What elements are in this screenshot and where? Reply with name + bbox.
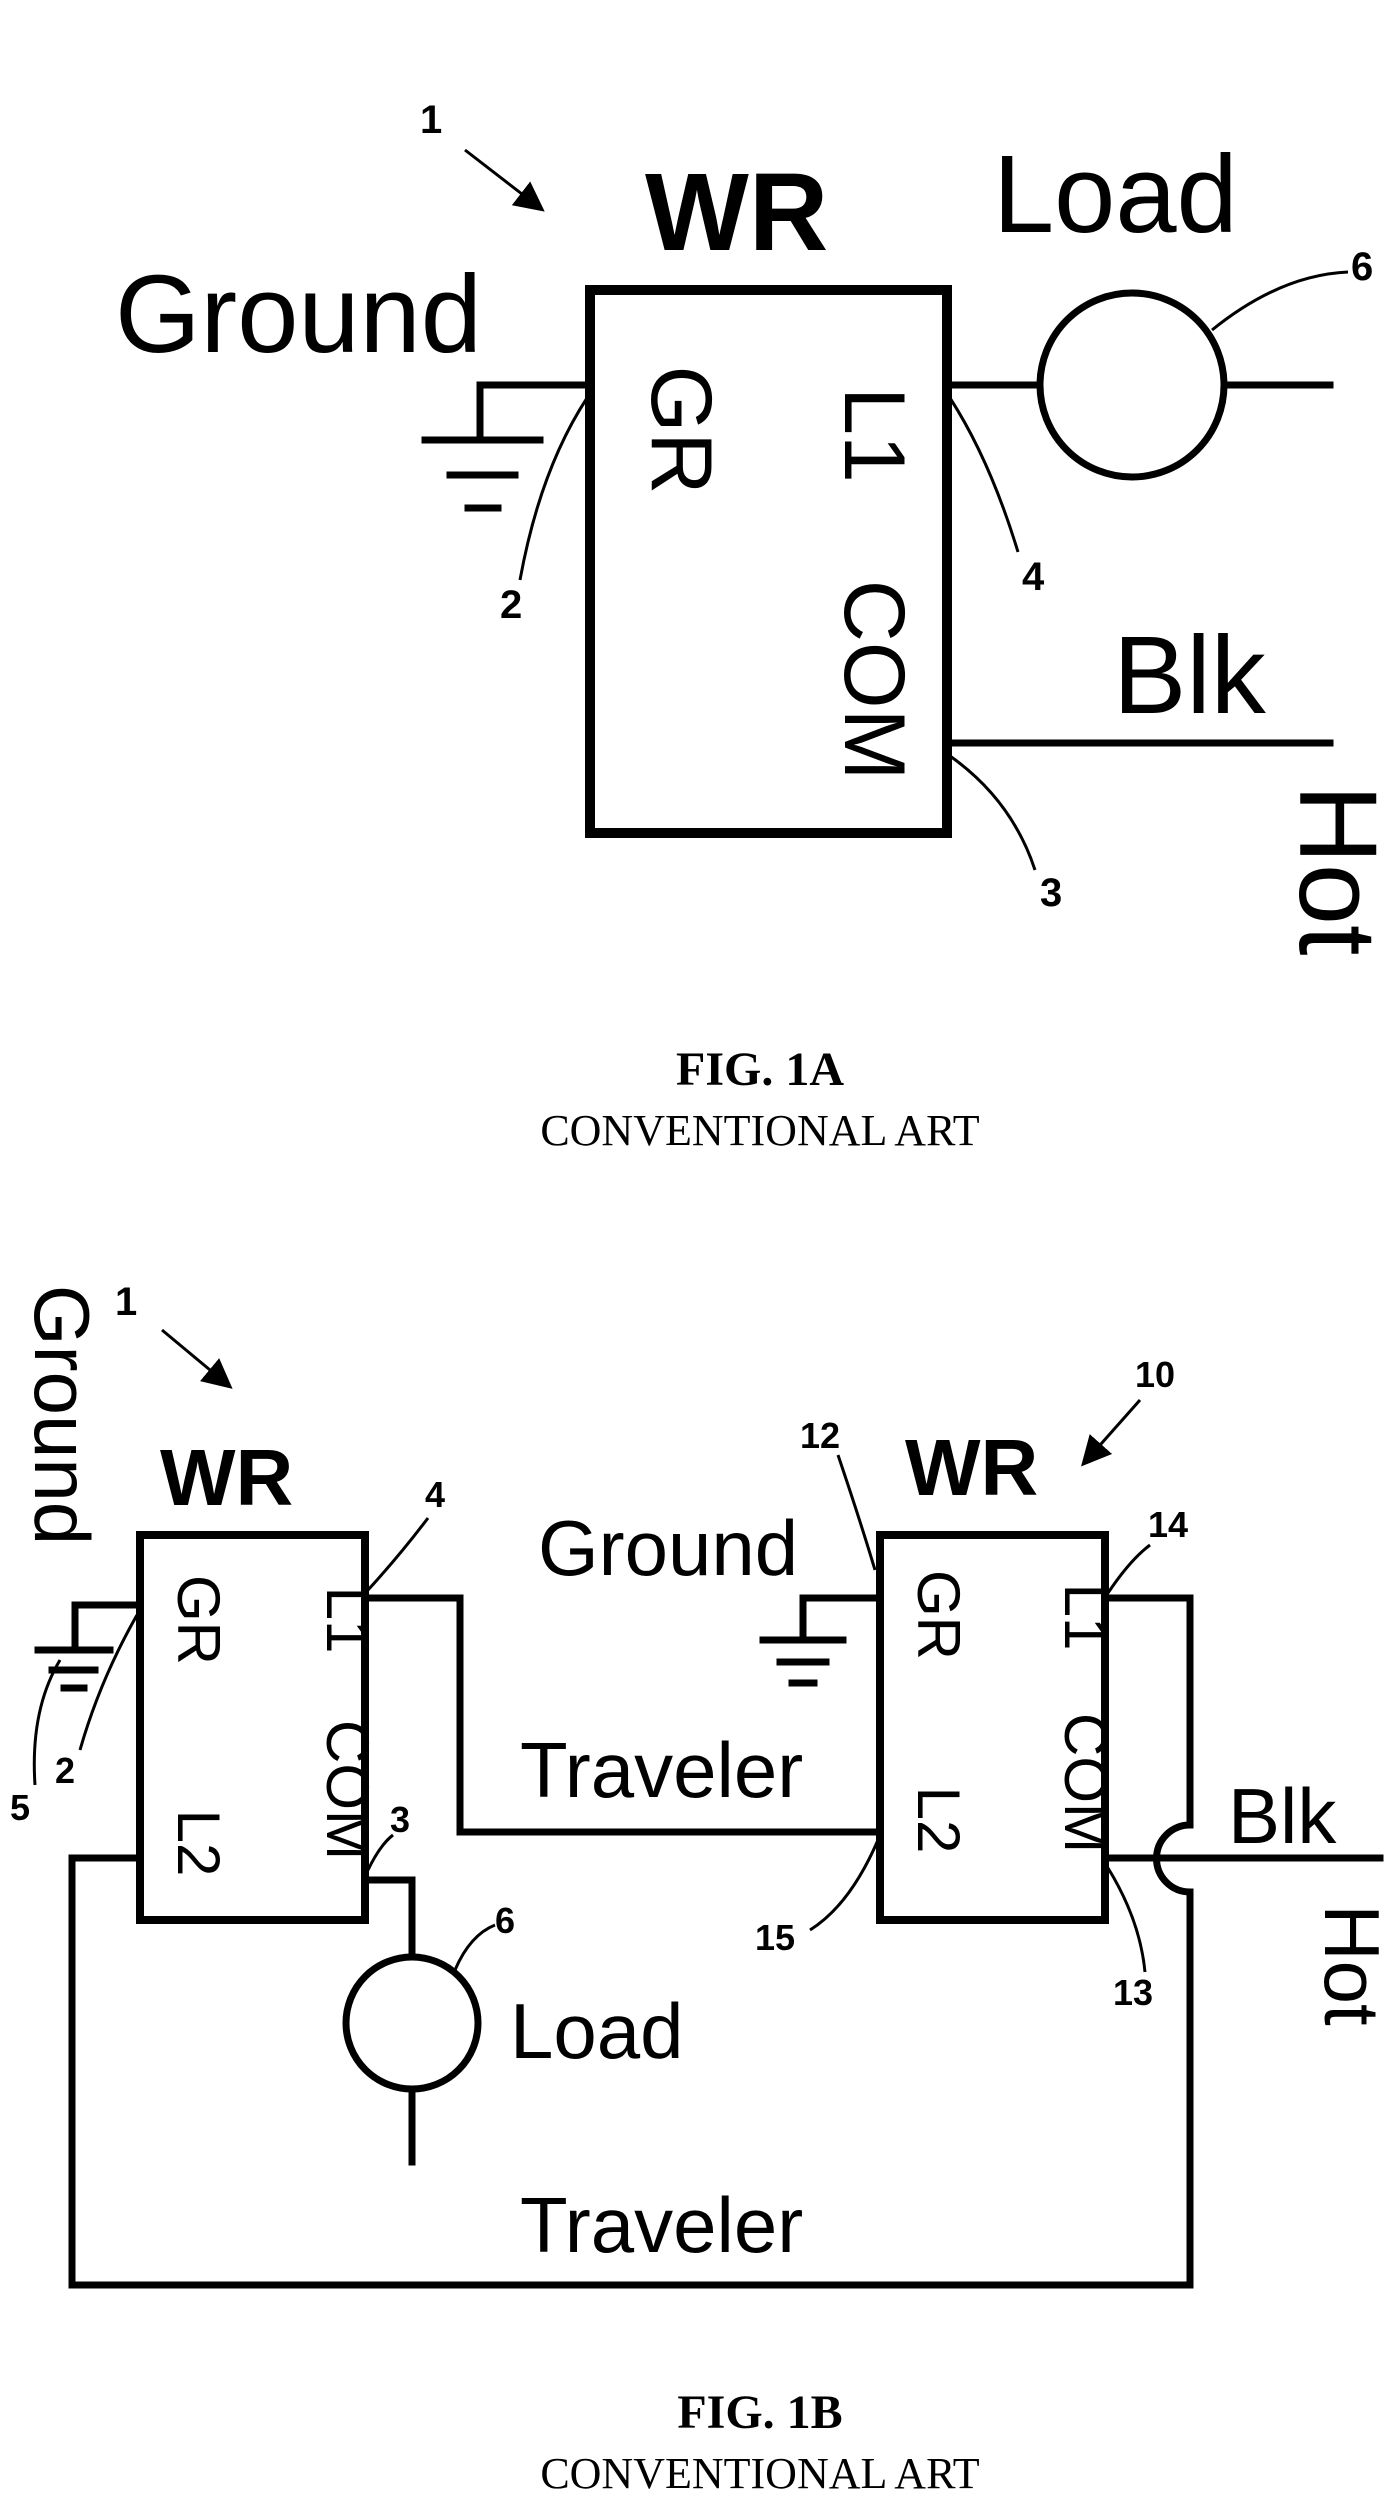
traveler-wire-bottom — [68, 1854, 1194, 2289]
ref-2-leader — [518, 397, 589, 581]
traveler-wire-top — [361, 1594, 879, 1836]
load-symbol — [1036, 289, 1228, 481]
traveler-top-label: Traveler — [520, 1726, 803, 1814]
ref-10-label: 10 — [1135, 1354, 1175, 1395]
ref-3b-label: 3 — [390, 1799, 410, 1840]
figure-1b: Ground 1 WR GR L2 L1 COM 5 2 — [10, 1280, 1396, 2498]
ref-3-leader — [949, 754, 1037, 871]
ref-15-label: 15 — [755, 1917, 795, 1958]
wr-title: WR — [645, 151, 828, 274]
switch-2-l1-label: L1 — [1052, 1584, 1119, 1651]
ref-1-label: 1 — [420, 98, 442, 142]
fig-1b-caption: FIG. 1B — [677, 2386, 842, 2439]
ref-13-label: 13 — [1113, 1972, 1153, 2013]
switch-2-gr-label: GR — [905, 1570, 972, 1660]
wr-2-title: WR — [905, 1423, 1038, 1512]
ref-4-leader — [948, 397, 1020, 553]
traveler-bottom-label: Traveler — [520, 2181, 803, 2269]
ref-12-label: 12 — [800, 1415, 840, 1456]
ref-2b-leader — [78, 1614, 139, 1751]
wall-switch-2-box — [876, 1531, 1109, 1924]
wall-switch-1-box — [136, 1531, 369, 1924]
ref-6-label: 6 — [1351, 245, 1373, 289]
switch-1-com-wire — [361, 1876, 416, 1961]
terminal-gr-label: GR — [633, 366, 729, 495]
hot-label: Hot — [1276, 784, 1399, 955]
ground-left-label: Ground — [18, 1285, 106, 1545]
fig-1a-caption: FIG. 1A — [676, 1043, 844, 1096]
load-symbol-1b — [342, 1953, 482, 2093]
load-label-1b: Load — [510, 1987, 684, 2075]
terminal-com-label: COM — [826, 580, 922, 781]
ref-6b-leader — [453, 1923, 496, 1971]
fig-1b-subcaption: CONVENTIONAL ART — [540, 2449, 979, 2498]
ref-6b-label: 6 — [495, 1900, 515, 1941]
switch-1-l2-label: L2 — [165, 1810, 232, 1877]
ref-4b-label: 4 — [425, 1474, 445, 1515]
ref-1-arrow — [464, 148, 545, 212]
switch-2-com-label: COM — [1052, 1713, 1119, 1853]
hot-label-1b: Hot — [1308, 1904, 1396, 2026]
ref-10-arrow — [1081, 1399, 1142, 1467]
ref-1b-arrow — [161, 1328, 233, 1389]
ref-6-leader — [1211, 270, 1349, 332]
ref-3b-leader — [366, 1833, 394, 1871]
figure-1a: 1 WR Load Ground GR L1 COM Blk — [115, 98, 1399, 1155]
ref-4b-leader — [366, 1517, 430, 1592]
ref-2b-label: 2 — [55, 1750, 75, 1791]
switch-1-gr-label: GR — [165, 1575, 232, 1665]
traveler-wire-right — [1101, 1594, 1194, 1829]
wr-1-title: WR — [160, 1433, 293, 1522]
ground-wire — [476, 381, 594, 444]
switch-2-ground-wire — [799, 1594, 884, 1644]
ref-4-label: 4 — [1022, 555, 1045, 599]
ground-right-label: Ground — [538, 1504, 798, 1592]
wall-switch-box — [585, 285, 952, 838]
ref-14-leader — [1106, 1543, 1151, 1594]
switch-1-ground-wire — [71, 1601, 144, 1654]
switch-2-l2-label: L2 — [905, 1787, 972, 1854]
ref-5-leader — [32, 1659, 62, 1786]
switch-1-com-label: COM — [314, 1720, 381, 1860]
ref-2-label: 2 — [500, 583, 522, 627]
blk-label: Blk — [1113, 614, 1267, 737]
load-title: Load — [993, 133, 1238, 256]
ground-label: Ground — [115, 253, 482, 376]
ref-12-leader — [836, 1454, 877, 1571]
ref-13-leader — [1106, 1867, 1147, 1973]
fig-1a-subcaption: CONVENTIONAL ART — [540, 1106, 979, 1155]
blk-label-1b: Blk — [1228, 1772, 1337, 1860]
terminal-l1-label: L1 — [826, 387, 922, 483]
ref-14-label: 14 — [1148, 1504, 1188, 1545]
ref-1b-label: 1 — [115, 1280, 137, 1324]
ref-5-label: 5 — [10, 1787, 30, 1828]
ref-3-label: 3 — [1040, 871, 1062, 915]
ref-15-leader — [809, 1839, 880, 1932]
